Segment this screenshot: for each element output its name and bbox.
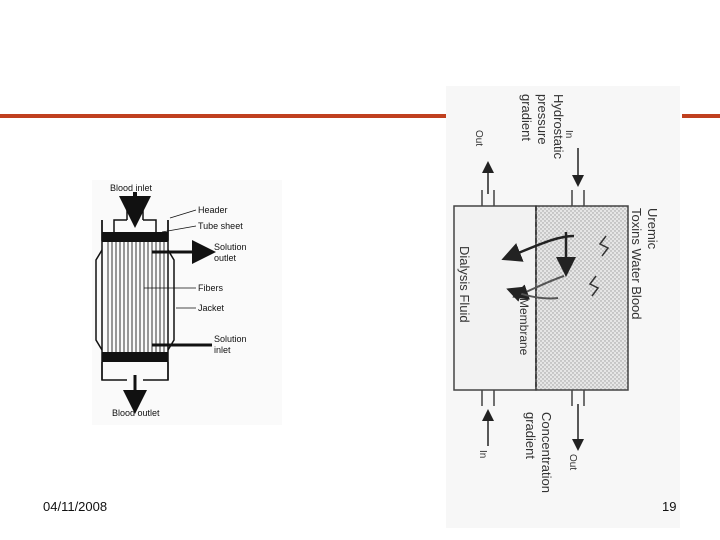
title-rule-left (0, 114, 446, 118)
label-tube-sheet: Tube sheet (198, 221, 243, 231)
label-hydrostatic-3: gradient (519, 94, 534, 141)
label-in-top: In (563, 130, 574, 138)
label-uremic-1: Uremic (645, 208, 660, 250)
label-concentration-2: gradient (523, 412, 538, 459)
label-concentration-1: Concentration (539, 412, 554, 493)
label-solution-inlet-2: inlet (214, 345, 231, 355)
label-hydrostatic-2: pressure (535, 94, 550, 145)
label-solution-outlet-2: outlet (214, 253, 237, 263)
membrane-diagram: Hydrostatic pressure gradient Out In Ure… (446, 86, 680, 528)
label-blood-inlet: Blood inlet (110, 183, 153, 193)
label-dialysis-fluid: Dialysis Fluid (457, 246, 472, 323)
label-in-bottom: In (477, 450, 488, 458)
label-blood-outlet: Blood outlet (112, 408, 160, 418)
label-uremic-2: Toxins Water Blood (629, 208, 644, 320)
label-out-top: Out (473, 130, 484, 146)
label-jacket: Jacket (198, 303, 225, 313)
title-rule-right (682, 114, 720, 118)
label-out-bottom: Out (567, 454, 578, 470)
slide-number: 19 (662, 499, 677, 514)
slide-date: 04/11/2008 (43, 499, 108, 514)
label-solution-outlet-1: Solution (214, 242, 247, 252)
label-membrane: Membrane (517, 298, 531, 356)
label-solution-inlet-1: Solution (214, 334, 247, 344)
label-header: Header (198, 205, 228, 215)
label-fibers: Fibers (198, 283, 224, 293)
dialyzer-diagram: Blood inlet Header Tube sheet Solution o… (92, 180, 282, 425)
label-hydrostatic-1: Hydrostatic (551, 94, 566, 160)
